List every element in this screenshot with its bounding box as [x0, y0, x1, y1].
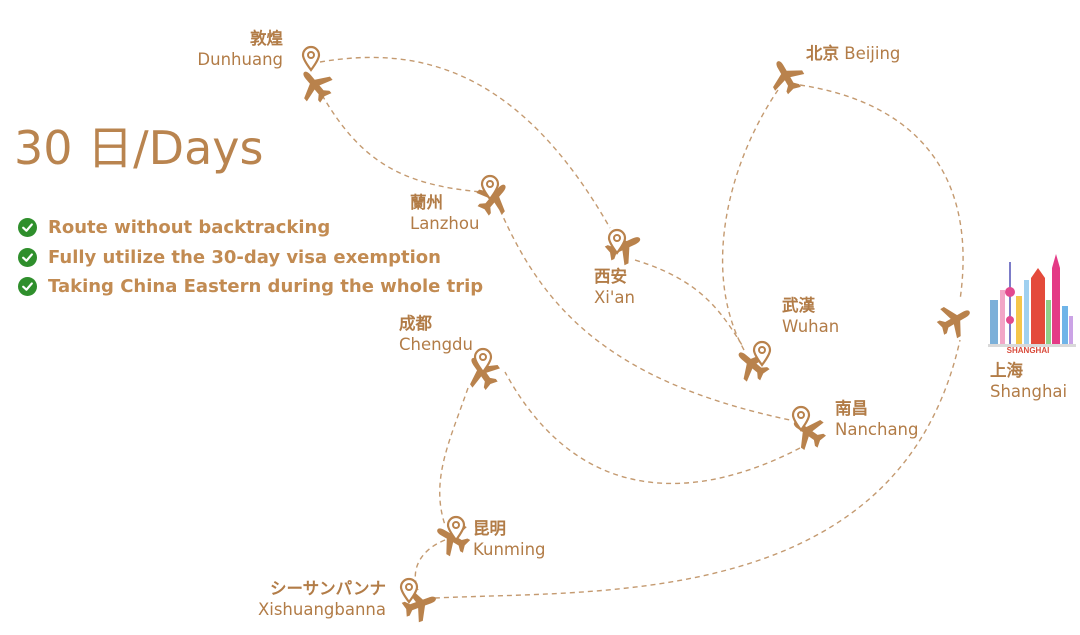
city-name-zh: 南昌 — [835, 399, 868, 418]
xian-plane-icon — [600, 222, 648, 270]
route-nanchang-chengdu — [504, 371, 801, 485]
city-label-kunming: 昆明 Kunming — [473, 518, 546, 560]
city-name-zh: 武漢 — [782, 296, 815, 315]
beijing-plane-icon — [763, 53, 809, 99]
city-name-en: Xishuangbanna — [257, 600, 386, 619]
check-icon — [18, 277, 37, 297]
city-name-zh: 敦煌 — [250, 29, 283, 48]
page-title: 30 日/Days — [14, 121, 264, 175]
shanghai-skyline-icon — [988, 254, 1076, 347]
route-xishuangbanna-shanghai — [434, 339, 961, 599]
dunhuang-plane-icon — [291, 61, 339, 109]
city-name-zh: 昆明 — [473, 519, 506, 538]
city-name-zh: シーサンパンナ — [270, 579, 386, 598]
city-name-en: Wuhan — [782, 317, 840, 336]
city-name-zh: 北京 — [806, 44, 839, 63]
route-lanzhou-nanchang — [499, 209, 791, 421]
city-name-en: Chengdu — [399, 335, 473, 354]
check-icon — [18, 247, 37, 267]
city-label-lanzhou: 蘭州 Lanzhou — [410, 192, 479, 234]
city-label-nanchang: 南昌 Nanchang — [835, 398, 918, 440]
feature-text: Fully utilize the 30-day visa exemption — [48, 246, 441, 268]
city-name-zh: 西安 — [594, 267, 627, 286]
city-name-en: Kunming — [473, 540, 546, 559]
city-markers — [291, 45, 978, 626]
feature-item: Taking China Eastern during the whole tr… — [18, 272, 483, 302]
city-label-beijing: 北京 Beijing — [806, 43, 900, 64]
dunhuang-pin-icon — [301, 45, 321, 72]
city-label-wuhan: 武漢 Wuhan — [782, 295, 839, 337]
shanghai-plane-icon — [932, 297, 978, 343]
city-name-zh: 上海 — [990, 361, 1023, 380]
route-xian-wuhan — [634, 259, 743, 346]
city-name-en: Shanghai — [990, 382, 1068, 401]
city-name-zh: 蘭州 — [410, 193, 443, 212]
flight-routes — [319, 56, 964, 599]
check-icon — [18, 218, 37, 238]
city-name-en: Nanchang — [835, 420, 919, 439]
route-chengdu-kunming — [439, 387, 469, 526]
city-name-en: Dunhuang — [197, 50, 283, 69]
city-name-en: Beijing — [844, 44, 901, 63]
route-dunhuang-lanzhou — [321, 94, 483, 193]
shanghai-badge: SHANGHAI — [1006, 346, 1050, 355]
feature-text: Route without backtracking — [48, 217, 331, 239]
city-label-xian: 西安 Xi'an — [594, 266, 635, 308]
feature-item: Route without backtracking — [18, 213, 483, 243]
city-name-en: Lanzhou — [410, 214, 480, 233]
city-label-shanghai: 上海 Shanghai — [990, 360, 1067, 402]
route-beijing-shanghai — [799, 84, 964, 301]
feature-list: Route without backtracking Fully utilize… — [18, 213, 483, 302]
route-wuhan-beijing — [721, 89, 779, 351]
feature-item: Fully utilize the 30-day visa exemption — [18, 243, 483, 273]
city-label-chengdu: 成都 Chengdu — [399, 313, 473, 355]
route-kunming-xishuangbanna — [414, 539, 446, 591]
city-name-en: Xi'an — [594, 288, 635, 307]
city-label-dunhuang: 敦煌 Dunhuang — [197, 28, 283, 70]
city-name-zh: 成都 — [399, 314, 432, 333]
city-label-xishuangbanna: シーサンパンナ Xishuangbanna — [258, 578, 386, 620]
feature-text: Taking China Eastern during the whole tr… — [48, 276, 484, 298]
route-dunhuang-xian — [319, 56, 611, 229]
